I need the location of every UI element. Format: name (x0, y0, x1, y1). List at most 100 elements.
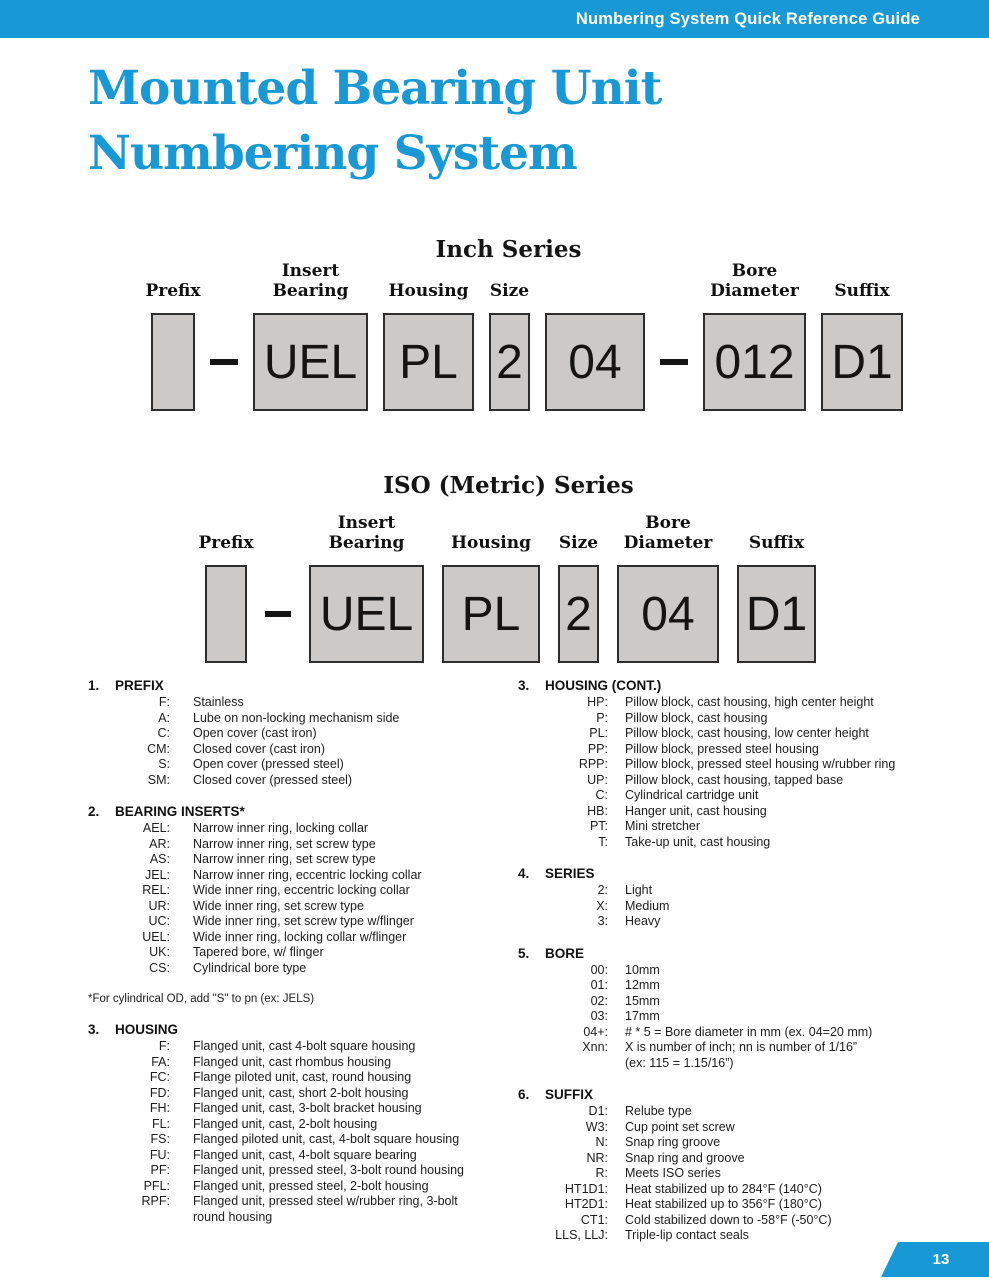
definition-section: 6. SUFFIX D1: Relube type W3: Cup point … (518, 1085, 920, 1244)
diagram-cell-label: Prefix (145, 281, 201, 302)
diagram-cell-label: Housing (388, 281, 469, 302)
definition-description: Flanged piloted unit, cast, 4-bolt squar… (193, 1132, 460, 1146)
definition-code: HT2D1: (564, 1197, 608, 1211)
definition-row: FH: Flanged unit, cast, 3-bolt bracket h… (88, 1101, 518, 1117)
definition-code: P: (596, 710, 608, 725)
definition-section: 1. PREFIX F: Stainless A: Lube on non-lo… (88, 676, 518, 788)
definition-description: Narrow inner ring, set screw type (193, 852, 376, 866)
definition-description: Wide inner ring, locking collar w/flinge… (193, 929, 407, 944)
inch-series-diagram: Prefix Insert Bearing UEL Housing PL Siz… (145, 261, 903, 411)
diagram-cell: Prefix (145, 262, 201, 411)
definition-description: Pillow block, pressed steel housing (625, 741, 819, 756)
definition-row: W3: Cup point set screw (518, 1120, 920, 1136)
iso-series-title: ISO (Metric) Series (383, 472, 634, 499)
definition-row: X: Medium (518, 899, 920, 915)
definition-row: UP: Pillow block, cast housing, tapped b… (518, 773, 920, 789)
diagram-box-value: 04 (568, 335, 622, 389)
diagram-box: UEL (253, 313, 368, 411)
diagram-box (205, 565, 247, 663)
diagram-cell: Size 2 (558, 514, 599, 663)
definition-description: Snap ring groove (625, 1135, 721, 1149)
definition-description: Closed cover (cast iron) (193, 741, 325, 756)
definition-code: PP: (587, 741, 608, 756)
definition-code: UP: (587, 772, 608, 787)
definition-description: 10mm (625, 962, 660, 977)
diagram-box: 2 (558, 565, 599, 663)
definition-description: Pillow block, pressed steel housing w/ru… (625, 757, 896, 771)
definition-description: Flanged unit, pressed steel, 2-bolt hous… (193, 1178, 429, 1193)
definition-code: 02: (590, 993, 608, 1008)
definition-code: C: (595, 788, 609, 802)
definition-description: Cold stabilized down to -58°F (-50°C) (625, 1212, 832, 1227)
definition-description: Cylindrical cartridge unit (625, 788, 759, 802)
definition-description: Pillow block, cast housing, low center h… (625, 726, 869, 740)
section-heading-row: 3. HOUSING (88, 1020, 518, 1039)
section-items: AEL: Narrow inner ring, locking collar A… (88, 821, 518, 976)
definition-code: FH: (149, 1101, 170, 1115)
section-items: 00: 10mm 01: 12mm 02: 15mm 03: 17mm 04+:… (518, 963, 920, 1072)
definition-row: FU: Flanged unit, cast, 4-bolt square be… (88, 1148, 518, 1164)
definition-row: R: Meets ISO series (518, 1166, 920, 1182)
diagram-dash (265, 611, 291, 617)
section-heading: SUFFIX (545, 1087, 594, 1102)
diagram-cell-label: Bore Diameter (623, 513, 713, 554)
definition-row: CT1: Cold stabilized down to -58°F (-50°… (518, 1213, 920, 1229)
definition-row: UC: Wide inner ring, set screw type w/fl… (88, 914, 518, 930)
definition-code: JEL: (144, 867, 170, 882)
definition-row: UR: Wide inner ring, set screw type (88, 899, 518, 915)
definition-description: Heavy (625, 914, 661, 928)
bearing-inserts-footnote: *For cylindrical OD, add "S" to pn (ex: … (88, 993, 315, 1005)
diagram-box: 2 (489, 313, 530, 411)
definition-row: 00: 10mm (518, 963, 920, 979)
definition-code: HT1D1: (564, 1181, 608, 1196)
definition-code: X: (596, 898, 608, 913)
diagram-cell: Size 2 (489, 262, 530, 411)
definition-description: Open cover (cast iron) (193, 726, 317, 740)
diagram-cell-label: Suffix (834, 281, 890, 302)
definition-code: CT1: (580, 1212, 608, 1227)
section-number: 5. (518, 945, 530, 961)
definition-code: HB: (587, 803, 608, 818)
diagram-box: 04 (545, 313, 645, 411)
definition-code: C: (157, 726, 171, 740)
definition-description: Pillow block, cast housing (625, 710, 768, 725)
definitions-column-left: 1. PREFIX F: Stainless A: Lube on non-lo… (88, 676, 518, 1258)
definition-row: SM: Closed cover (pressed steel) (88, 773, 518, 789)
section-heading-row: 4. SERIES (518, 864, 920, 883)
definition-row: CM: Closed cover (cast iron) (88, 742, 518, 758)
section-heading: BORE (545, 945, 585, 961)
definition-row: PL: Pillow block, cast housing, low cent… (518, 726, 920, 742)
definition-row: F: Flanged unit, cast 4-bolt square hous… (88, 1039, 518, 1055)
definition-row: 3: Heavy (518, 914, 920, 930)
definition-description: Mini stretcher (625, 819, 701, 833)
definition-row: 2: Light (518, 883, 920, 899)
definition-description: 17mm (625, 1009, 660, 1023)
diagram-box: 04 (617, 565, 719, 663)
definition-code: F: (158, 695, 170, 709)
definition-description: Heat stabilized up to 284°F (140°C) (625, 1181, 822, 1196)
diagram-cell-label: Bore Diameter (710, 261, 799, 302)
diagram-box: D1 (737, 565, 816, 663)
definition-code: D1: (588, 1104, 608, 1118)
definition-row: Xnn: X is number of inch; nn is number o… (518, 1040, 920, 1071)
definition-section: 5. BORE 00: 10mm 01: 12mm 02: 15mm 03: 1… (518, 944, 920, 1072)
definition-row: D1: Relube type (518, 1104, 920, 1120)
definition-code: R: (595, 1166, 609, 1180)
definition-section: 3. HOUSING (CONT.) HP: Pillow block, cas… (518, 676, 920, 850)
definition-description: Flanged unit, cast 4-bolt square housing (193, 1039, 416, 1053)
diagram-cell: 04 (545, 262, 645, 411)
diagram-box: 012 (703, 313, 806, 411)
diagram-cell-label: Size (558, 533, 599, 554)
definition-row: AR: Narrow inner ring, set screw type (88, 837, 518, 853)
definition-description: Wide inner ring, eccentric locking colla… (193, 883, 410, 897)
diagram-box-value: 2 (496, 335, 523, 389)
definition-code: FA: (151, 1054, 170, 1069)
diagram-box-value: PL (399, 335, 458, 389)
definition-row: FS: Flanged piloted unit, cast, 4-bolt s… (88, 1132, 518, 1148)
definition-description: 12mm (625, 978, 660, 992)
definition-row: C: Open cover (cast iron) (88, 726, 518, 742)
definition-code: UK: (149, 945, 170, 959)
inch-series-title: Inch Series (435, 236, 582, 263)
definition-description: Cup point set screw (625, 1119, 735, 1134)
diagram-box-value: UEL (319, 587, 414, 641)
